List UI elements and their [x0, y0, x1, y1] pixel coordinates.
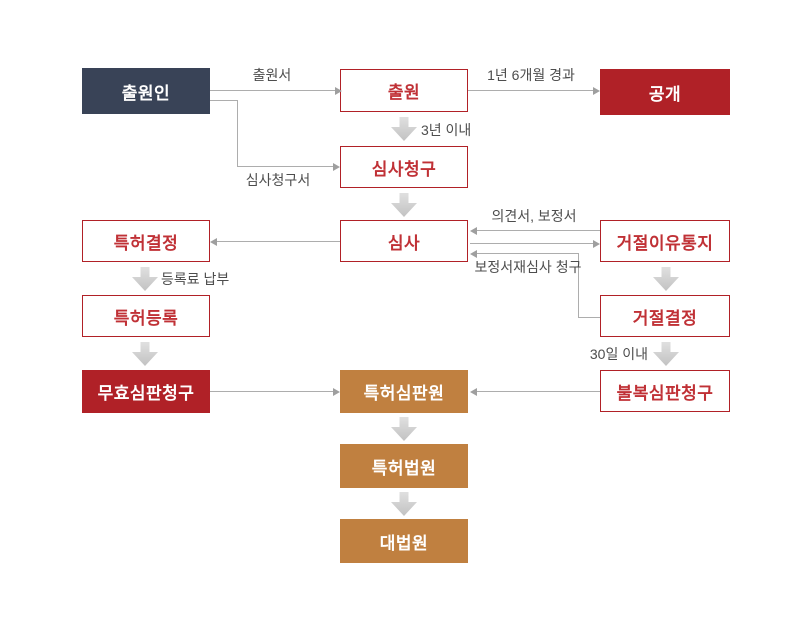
node-publication: 공개 — [600, 69, 730, 115]
edge-label-amendment-reexam: 보정서재심사 청구 — [474, 259, 582, 275]
down-arrow-icon — [132, 342, 158, 366]
node-patent-trial-board: 특허심판원 — [340, 370, 468, 413]
connector-appeal-trialboard — [477, 391, 600, 392]
down-arrow-icon — [132, 267, 158, 291]
edge-label-exam-request-doc: 심사청구서 — [245, 172, 311, 188]
connector-examination-rejectionnotice — [470, 243, 593, 244]
node-rejection-decision: 거절결정 — [600, 295, 730, 337]
node-invalidation-trial-request: 무효심판청구 — [82, 370, 210, 413]
edge-label-after-1y6m: 1년 6개월 경과 — [487, 67, 575, 83]
connector-applicant-examrequest-seg1 — [210, 100, 237, 101]
node-patent-registration: 특허등록 — [82, 295, 210, 337]
node-patent-court: 특허법원 — [340, 444, 468, 488]
connector-rejectiondecision-examination-seg3 — [477, 253, 578, 254]
down-arrow-icon — [391, 417, 417, 441]
connector-rejectiondecision-examination-seg2 — [578, 253, 579, 317]
node-supreme-court: 대법원 — [340, 519, 468, 563]
arrowhead-right-icon — [593, 87, 600, 95]
node-appeal-trial-request: 불복심판청구 — [600, 370, 730, 412]
edge-label-opinion-amendment: 의견서, 보정서 — [491, 208, 577, 224]
edge-label-application-doc: 출원서 — [252, 67, 292, 83]
arrowhead-right-icon — [333, 163, 340, 171]
node-examination: 심사 — [340, 220, 468, 262]
arrowhead-left-icon — [470, 227, 477, 235]
node-exam-request: 심사청구 — [340, 146, 468, 188]
down-arrow-icon — [391, 193, 417, 217]
node-application: 출원 — [340, 69, 468, 112]
connector-application-publication — [468, 90, 593, 91]
edge-label-within-3-years: 3년 이내 — [421, 122, 472, 138]
arrowhead-right-icon — [335, 87, 342, 95]
arrowhead-right-icon — [593, 240, 600, 248]
down-arrow-icon — [653, 342, 679, 366]
edge-label-registration-fee: 등록료 납부 — [161, 271, 230, 287]
connector-rejectionnotice-examination — [477, 230, 600, 231]
connector-applicant-examrequest-seg3 — [237, 166, 333, 167]
arrowhead-left-icon — [210, 238, 217, 246]
arrowhead-right-icon — [333, 388, 340, 396]
edge-label-within-30-days: 30일 이내 — [589, 346, 648, 362]
down-arrow-icon — [653, 267, 679, 291]
arrowhead-left-icon — [470, 250, 477, 258]
node-patent-decision: 특허결정 — [82, 220, 210, 262]
connector-applicant-application — [210, 90, 335, 91]
connector-examination-patentdecision — [217, 241, 340, 242]
connector-invalidation-trialboard — [210, 391, 333, 392]
node-applicant: 출원인 — [82, 68, 210, 114]
down-arrow-icon — [391, 117, 417, 141]
arrowhead-left-icon — [470, 388, 477, 396]
node-rejection-notice: 거절이유통지 — [600, 220, 730, 262]
connector-applicant-examrequest-seg2 — [237, 100, 238, 166]
connector-rejectiondecision-examination-seg1 — [578, 317, 600, 318]
down-arrow-icon — [391, 492, 417, 516]
